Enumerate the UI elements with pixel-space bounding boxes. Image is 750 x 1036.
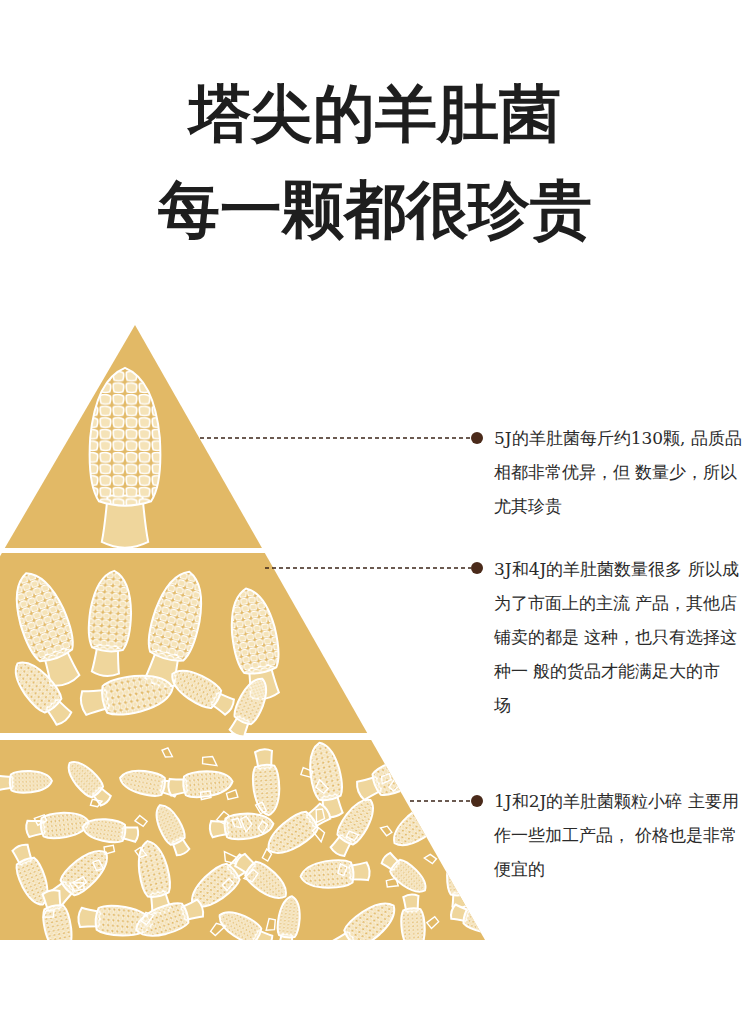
callout-note: 3J和4J的羊肚菌数量很多 所以成为了市面上的主流 产品，其他店铺卖的都是 这种… xyxy=(494,552,742,722)
leader-dots xyxy=(471,432,483,807)
heading: 塔尖的羊肚菌 每一颗都很珍贵 xyxy=(100,66,650,258)
pyramid-bands xyxy=(0,320,750,940)
morel-drawings xyxy=(0,368,510,962)
callout-note: 5J的羊肚菌每斤约130颗, 品质品相都非常优异，但 数量少，所以尤其珍贵 xyxy=(494,421,742,523)
leader-lines xyxy=(200,438,471,801)
callout-note: 1J和2J的羊肚菌颗粒小碎 主要用作一些加工产品， 价格也是非常便宜的 xyxy=(494,784,742,886)
